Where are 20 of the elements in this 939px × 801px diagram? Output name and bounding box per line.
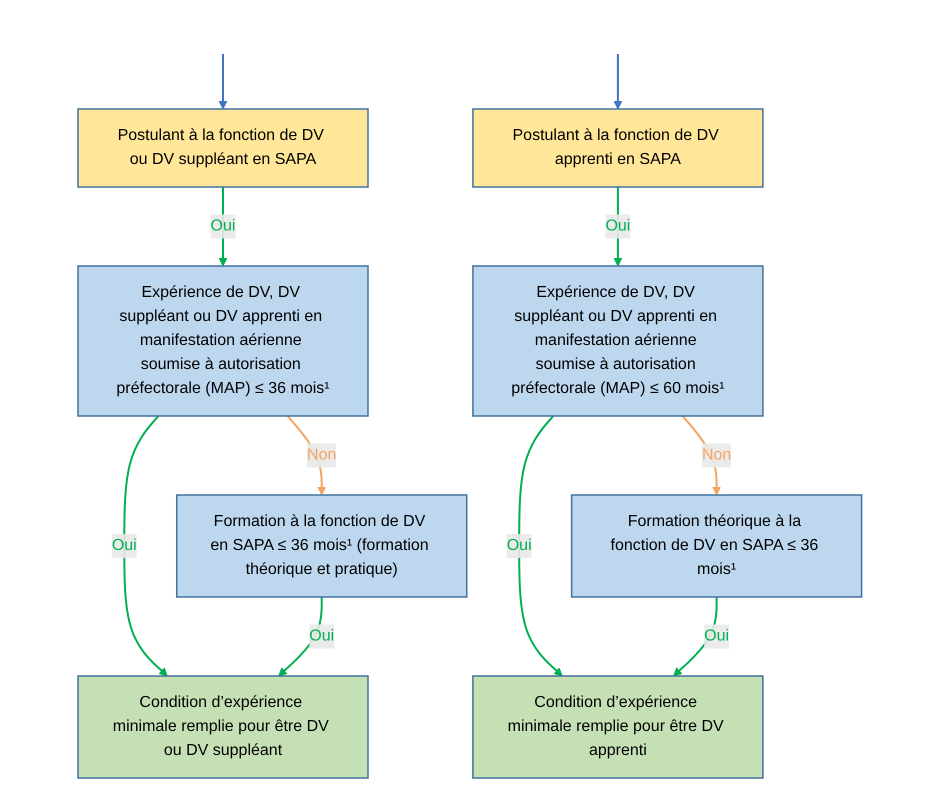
edge-label: Oui: [210, 216, 236, 234]
edge-label: Oui: [506, 536, 532, 554]
arrow: [613, 54, 622, 109]
arrow: [518, 414, 562, 676]
node-box: Expérience de DV, DV suppléant ou DV apprenti en manifestation aérienne soumise à autorisation préfectorale (MAP) ≤ 36 mois¹: [76, 264, 368, 416]
edge-label: Non: [306, 446, 336, 463]
node-box: Condition d’expérience minimale remplie pour être DV ou DV suppléant: [76, 674, 368, 778]
edge-label: Oui: [704, 626, 729, 644]
node-box: Formation à la fonction de DV en SAPA ≤ 36 mois¹ (formation théorique et pratique): [176, 494, 468, 598]
node-box: Formation théorique à la fonction de DV en SAPA ≤ 36 mois¹: [570, 494, 862, 598]
edge-label: Non: [702, 446, 731, 463]
node-box: Postulant à la fonction de DV ou DV suppléant en SAPA: [76, 108, 368, 188]
edge-label: Oui: [605, 216, 630, 234]
node-box: Postulant à la fonction de DV apprenti en SAPA: [472, 108, 764, 188]
edge-label: Oui: [308, 626, 334, 644]
arrow: [218, 54, 228, 109]
arrow: [122, 414, 168, 676]
node-box: Expérience de DV, DV suppléant ou DV apprenti en manifestation aérienne soumise à autorisation préfectorale (MAP) ≤ 60 mois¹: [472, 264, 764, 416]
edge-label: Oui: [112, 536, 136, 554]
node-box: Condition d’expérience minimale remplie pour être DV apprenti: [472, 674, 764, 778]
